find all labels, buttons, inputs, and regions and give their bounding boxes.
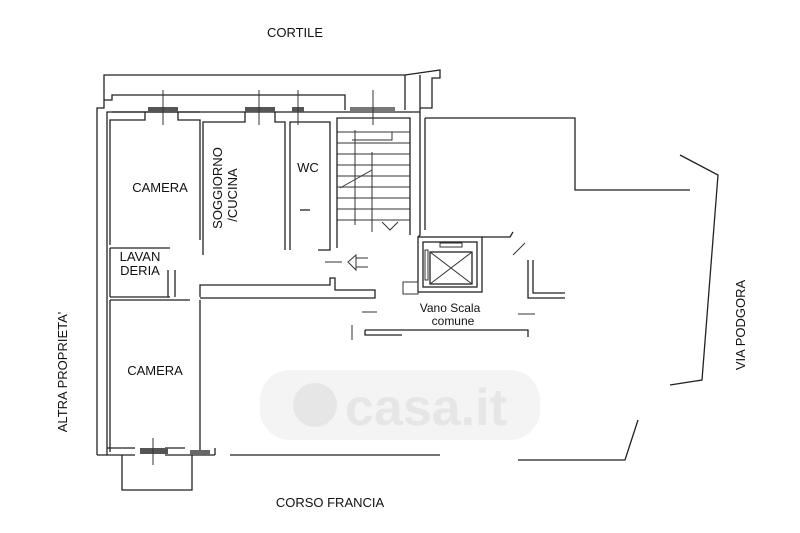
elevator bbox=[402, 236, 483, 295]
room-label-comune: comune bbox=[432, 314, 475, 328]
common-area-walls bbox=[351, 69, 719, 461]
street-label-altra-proprieta: ALTRA PROPRIETA' bbox=[55, 312, 70, 432]
room-label-wc: WC bbox=[297, 160, 319, 175]
room-label-soggiorno: SOGGIORNO bbox=[210, 147, 225, 229]
room-label-camera-top: CAMERA bbox=[132, 180, 188, 195]
watermark: casa.it bbox=[260, 370, 540, 440]
room-label-vano-scala: Vano Scala bbox=[420, 301, 481, 315]
street-label-cortile: CORTILE bbox=[267, 25, 323, 40]
svg-text:casa.it: casa.it bbox=[345, 379, 507, 437]
street-label-via-podgora: VIA PODGORA bbox=[733, 280, 748, 371]
street-label-corso-francia: CORSO FRANCIA bbox=[276, 495, 385, 510]
room-label-camera-bottom: CAMERA bbox=[127, 363, 183, 378]
room-label-cucina: /CUCINA bbox=[225, 168, 240, 222]
windows bbox=[140, 90, 395, 465]
room-label-lavanderia-1: LAVAN bbox=[120, 249, 161, 264]
room-label-lavanderia-2: DERIA bbox=[120, 263, 160, 278]
entrance-arrow-icon bbox=[325, 253, 368, 272]
staircase bbox=[337, 130, 410, 232]
